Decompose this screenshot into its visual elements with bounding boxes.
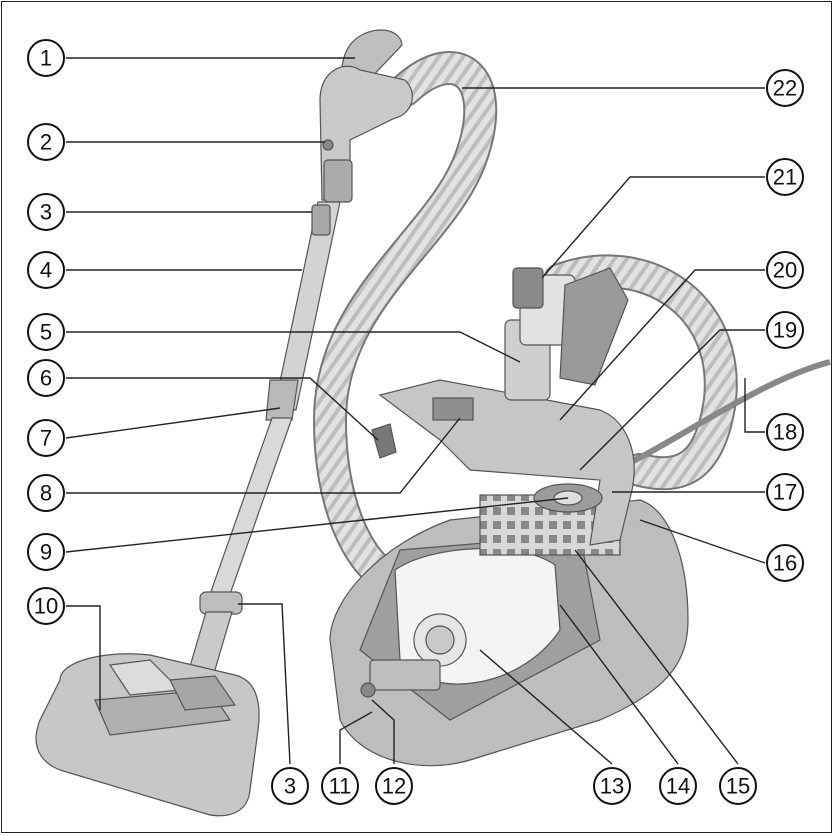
accessory-holder	[504, 267, 629, 401]
callout-18: 18	[766, 413, 804, 451]
callout-7: 7	[27, 419, 65, 457]
svg-text:20: 20	[773, 258, 797, 283]
hose	[312, 51, 498, 597]
callout-22: 22	[766, 69, 804, 107]
power-cord	[613, 359, 831, 473]
callout-3-floorhead-release: 3	[271, 767, 309, 805]
svg-text:21: 21	[773, 165, 797, 190]
callout-8: 8	[27, 474, 65, 512]
svg-text:1: 1	[40, 46, 52, 71]
svg-text:15: 15	[726, 774, 750, 799]
svg-text:7: 7	[40, 426, 52, 451]
callout-19: 19	[766, 311, 804, 349]
callout-15: 15	[719, 767, 757, 805]
svg-text:14: 14	[666, 774, 690, 799]
suction-tube	[185, 201, 341, 681]
svg-text:22: 22	[773, 76, 797, 101]
callout-10: 10	[27, 587, 65, 625]
callout-6: 6	[27, 359, 65, 397]
svg-text:3: 3	[284, 774, 296, 799]
svg-text:11: 11	[329, 774, 352, 799]
callout-9: 9	[27, 533, 65, 571]
lid	[371, 379, 635, 546]
callout-17: 17	[766, 473, 804, 511]
svg-text:4: 4	[40, 258, 52, 283]
callout-21: 21	[766, 158, 804, 196]
floorhead	[35, 653, 260, 817]
callout-1: 1	[27, 39, 65, 77]
callout-11: 11	[321, 767, 359, 805]
callout-3-tube-release: 3	[27, 193, 65, 231]
svg-text:6: 6	[40, 366, 52, 391]
vacuum-body	[329, 494, 689, 767]
handle	[319, 29, 413, 203]
svg-text:19: 19	[773, 318, 797, 343]
callout-5: 5	[27, 313, 65, 351]
svg-text:3: 3	[40, 200, 52, 225]
callout-20: 20	[766, 251, 804, 289]
svg-text:8: 8	[40, 481, 52, 506]
svg-text:9: 9	[40, 540, 52, 565]
svg-text:5: 5	[40, 320, 52, 345]
callout-4: 4	[27, 251, 65, 289]
hose-loop-right	[543, 254, 738, 491]
leader-lines	[65, 57, 766, 765]
svg-text:12: 12	[382, 774, 406, 799]
svg-text:17: 17	[773, 480, 797, 505]
svg-text:18: 18	[773, 420, 797, 445]
svg-text:10: 10	[34, 594, 58, 619]
callout-13: 13	[593, 767, 631, 805]
svg-text:16: 16	[773, 551, 797, 576]
callout-14: 14	[659, 767, 697, 805]
svg-text:13: 13	[600, 774, 624, 799]
callout-2: 2	[27, 123, 65, 161]
callout-16: 16	[766, 544, 804, 582]
callout-12: 12	[375, 767, 413, 805]
svg-text:2: 2	[40, 130, 52, 155]
